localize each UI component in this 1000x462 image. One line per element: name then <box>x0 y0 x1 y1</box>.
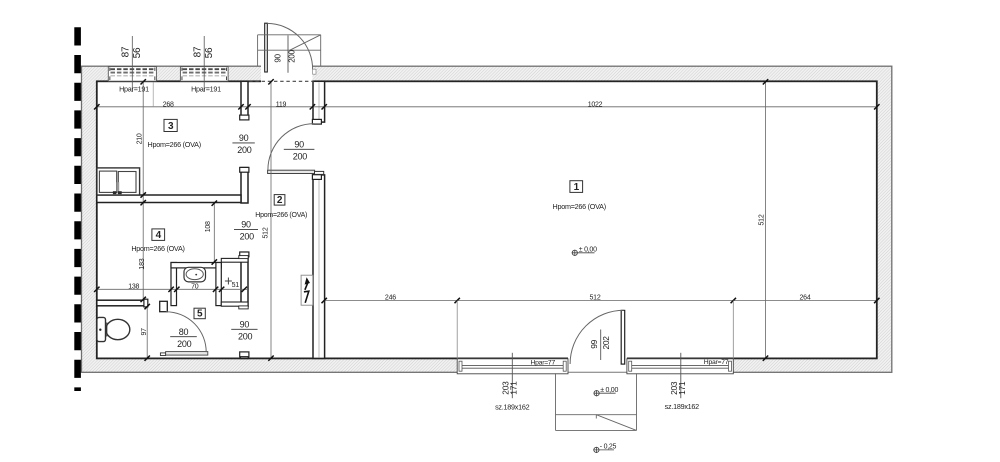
svg-text:512: 512 <box>759 214 766 225</box>
svg-text:51: 51 <box>232 282 240 289</box>
svg-text:90: 90 <box>241 220 251 230</box>
svg-text:203: 203 <box>669 381 679 395</box>
svg-text:108: 108 <box>205 221 212 232</box>
svg-text:70: 70 <box>191 283 199 290</box>
svg-text:202: 202 <box>601 336 611 350</box>
svg-text:268: 268 <box>163 101 174 108</box>
svg-text:5: 5 <box>197 308 203 319</box>
svg-text:97: 97 <box>141 328 148 336</box>
svg-text:Hpar=191: Hpar=191 <box>119 84 149 93</box>
svg-text:Hpom=266 (OVA): Hpom=266 (OVA) <box>255 212 307 219</box>
svg-text:Hpar=191: Hpar=191 <box>191 85 221 94</box>
svg-text:90: 90 <box>274 53 283 62</box>
svg-text:56: 56 <box>204 47 215 58</box>
svg-text:2: 2 <box>277 195 283 206</box>
svg-text:80: 80 <box>179 327 189 337</box>
svg-text:99: 99 <box>589 339 599 348</box>
svg-text:200: 200 <box>240 232 255 242</box>
svg-text:203: 203 <box>501 381 511 395</box>
svg-text:171: 171 <box>677 381 687 395</box>
svg-text:200: 200 <box>237 145 252 155</box>
svg-text:3: 3 <box>168 121 174 132</box>
svg-text:200: 200 <box>288 49 297 62</box>
svg-text:246: 246 <box>385 295 396 302</box>
svg-text:Hpar=77: Hpar=77 <box>704 359 729 366</box>
svg-text:90: 90 <box>240 320 250 330</box>
svg-text:183: 183 <box>139 258 146 269</box>
svg-text:512: 512 <box>263 227 270 238</box>
svg-text:sz.189x162: sz.189x162 <box>495 402 530 411</box>
svg-text:138: 138 <box>128 283 139 290</box>
svg-text:210: 210 <box>137 133 144 144</box>
svg-text:1: 1 <box>574 182 580 193</box>
svg-text:Hpar=77: Hpar=77 <box>530 359 555 366</box>
svg-text:87: 87 <box>193 46 204 57</box>
svg-text:1022: 1022 <box>588 101 603 108</box>
svg-text:sz.189x162: sz.189x162 <box>665 402 700 411</box>
svg-text:90: 90 <box>294 140 304 150</box>
svg-text:200: 200 <box>177 339 192 349</box>
svg-text:200: 200 <box>293 152 308 162</box>
svg-text:87: 87 <box>121 46 132 57</box>
svg-text:- 0,25: - 0,25 <box>600 444 617 451</box>
svg-text:Hpom=266 (OVA): Hpom=266 (OVA) <box>148 140 201 149</box>
svg-text:512: 512 <box>590 295 601 302</box>
svg-text:200: 200 <box>238 332 253 342</box>
svg-text:4: 4 <box>156 230 162 241</box>
svg-text:± 0,00: ± 0,00 <box>579 246 597 253</box>
svg-text:± 0,00: ± 0,00 <box>600 387 618 394</box>
svg-text:90: 90 <box>239 133 249 143</box>
svg-text:Hpom=266 (OVA): Hpom=266 (OVA) <box>131 244 184 253</box>
svg-text:119: 119 <box>276 101 287 108</box>
svg-text:264: 264 <box>800 295 811 302</box>
svg-text:56: 56 <box>132 47 143 58</box>
svg-text:171: 171 <box>509 381 519 395</box>
svg-text:Hpom=266 (OVA): Hpom=266 (OVA) <box>553 202 606 211</box>
